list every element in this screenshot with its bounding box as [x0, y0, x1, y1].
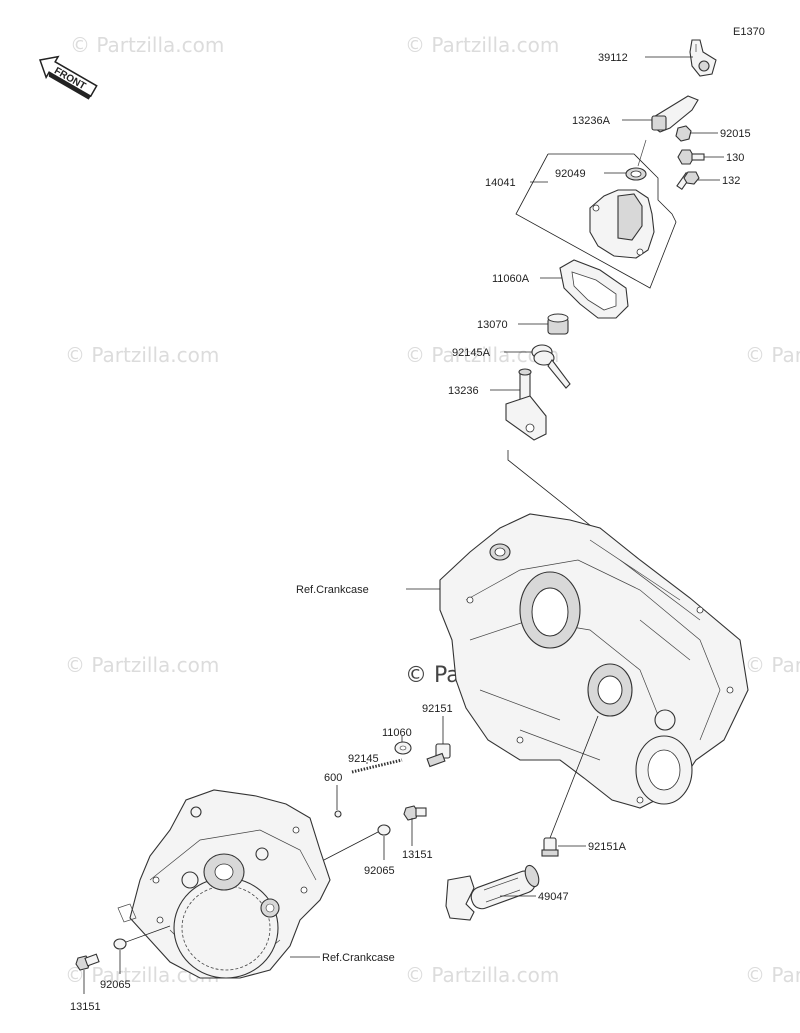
label-13070: 13070	[477, 319, 508, 331]
label-600: 600	[324, 772, 342, 784]
watermark: © Partzilla.com	[745, 343, 800, 367]
watermark: © Partzilla.com	[65, 653, 219, 677]
label-13151-a: 13151	[402, 849, 433, 861]
plug-92151A-part	[541, 837, 559, 857]
label-ref-crankcase-2: Ref.Crankcase	[322, 952, 395, 964]
bolt-130-part	[677, 149, 705, 165]
washer-92065-left-part	[113, 938, 127, 950]
label-130: 130	[726, 152, 744, 164]
steel-ball-part	[334, 810, 342, 818]
washer-11060-part	[394, 741, 412, 755]
spring-part	[531, 344, 571, 389]
watermark: © Partzilla.com	[745, 653, 800, 677]
watermark: © Partzilla.com	[70, 33, 224, 57]
gasket-part	[559, 259, 629, 319]
diagram-code: E1370	[733, 26, 765, 38]
front-arrow-icon: FRONT	[39, 55, 98, 100]
label-13236A: 13236A	[572, 115, 611, 127]
crankcase-right-part	[439, 513, 749, 809]
label-13151-b: 13151	[70, 1001, 101, 1013]
label-39112: 39112	[598, 52, 628, 64]
shift-drum-part	[445, 864, 540, 921]
bolt-13151-part	[403, 805, 427, 821]
label-92015: 92015	[720, 128, 751, 140]
shift-shaft-part	[505, 368, 547, 441]
watermark: © Partzilla.com	[745, 963, 800, 987]
label-49047: 49047	[538, 891, 569, 903]
label-92151: 92151	[422, 703, 453, 715]
bolt-13151-left-part	[75, 953, 100, 971]
label-92049: 92049	[555, 168, 586, 180]
spring-92145-part	[351, 758, 403, 774]
label-11060A: 11060A	[492, 273, 530, 285]
nut-part	[675, 125, 692, 142]
label-14041: 14041	[485, 177, 516, 189]
shift-lever-part	[651, 95, 699, 133]
label-ref-crankcase-1: Ref.Crankcase	[296, 584, 369, 596]
label-92151A: 92151A	[588, 841, 627, 853]
watermark: © Partzilla.com	[405, 963, 559, 987]
washer-92065-part	[377, 824, 391, 836]
label-11060: 11060	[382, 727, 412, 739]
label-92065-a: 92065	[364, 865, 395, 877]
crankcase-left-part	[117, 789, 331, 979]
collar-part	[547, 313, 569, 335]
plug-92151-part	[426, 743, 451, 768]
label-92065-b: 92065	[100, 979, 131, 991]
label-92145: 92145	[348, 753, 379, 765]
shift-shaft-cover-part	[589, 189, 655, 259]
watermark: © Partzilla.com	[65, 343, 219, 367]
label-132: 132	[722, 175, 740, 187]
watermarks: © Partzilla.com © Partzilla.com © Partzi…	[65, 33, 800, 987]
label-92145A: 92145A	[452, 347, 491, 359]
watermark: © Partzilla.com	[405, 33, 559, 57]
rod-end-part	[689, 39, 717, 77]
bolt-132-part	[676, 171, 700, 191]
oil-seal-part	[625, 167, 647, 181]
label-13236: 13236	[448, 385, 479, 397]
